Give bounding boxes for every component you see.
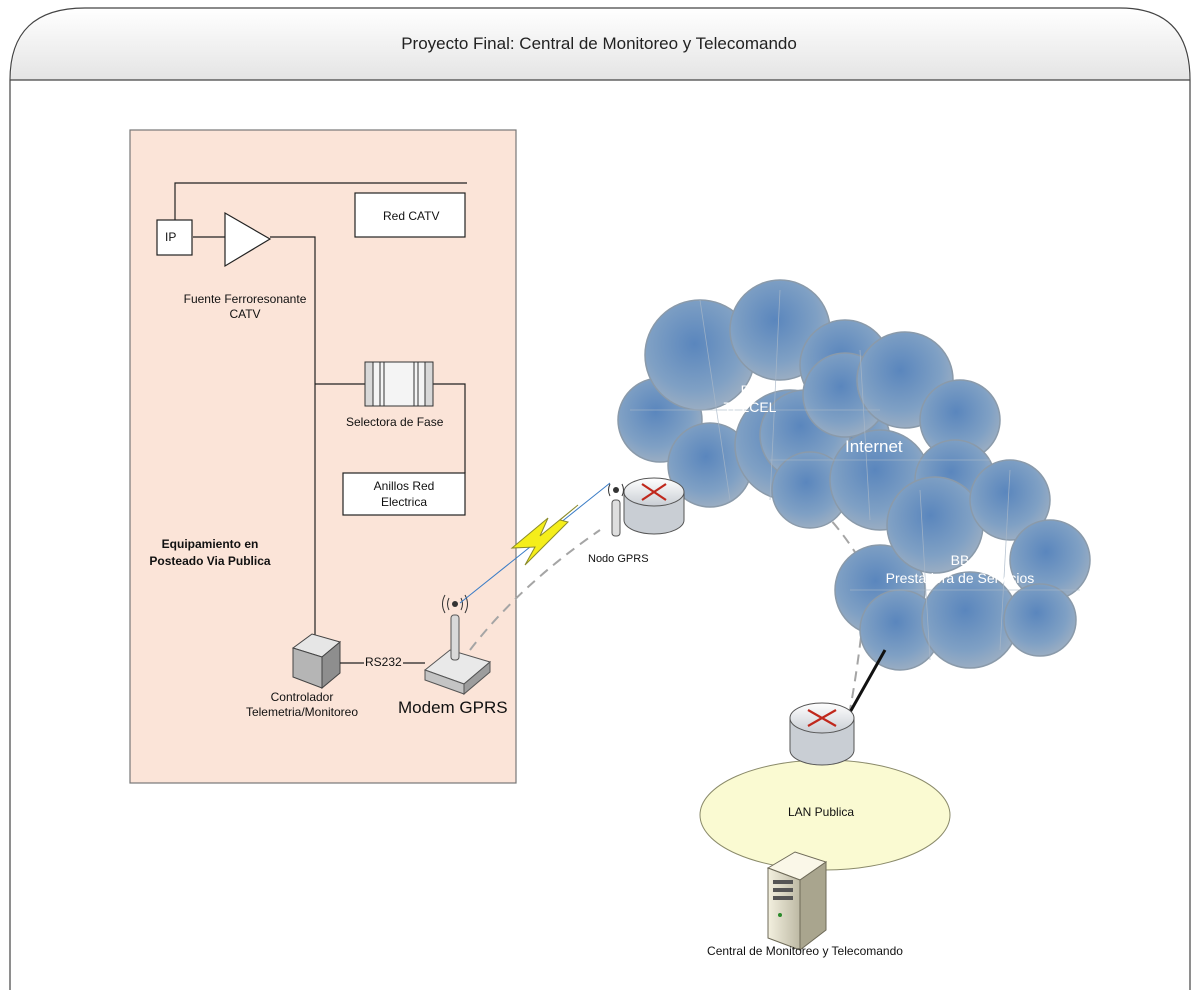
nodo-gprs-label: Nodo GPRS	[588, 553, 649, 565]
fuente-label-line1: Fuente Ferroresonante	[183, 292, 307, 306]
anillos-box	[342, 472, 466, 516]
cloud-mesh	[630, 289, 1080, 661]
header-band	[11, 9, 1189, 80]
bb-prestadora-label-line2: Prestadora de Servicios	[885, 570, 1035, 586]
fuente-label-line2: CATV	[229, 307, 261, 321]
ip-label: IP	[165, 230, 177, 244]
modem-label: Modem GPRS	[398, 698, 508, 717]
controlador-device	[291, 633, 342, 690]
rs232-label: RS232	[364, 655, 403, 670]
central-label: Central de Monitoreo y Telecomando	[707, 944, 903, 958]
red-catv-box	[354, 192, 466, 238]
anillos-label-line1: Anillos Red	[373, 479, 435, 493]
lan-router	[789, 702, 855, 766]
nodo-gprs-router	[608, 477, 685, 537]
anillos-label-line2: Electrica	[380, 495, 427, 509]
equipamiento-label-line2: Posteado Via Publica	[149, 554, 271, 568]
selectora-label: Selectora de Fase	[346, 415, 444, 429]
selectora-device	[364, 361, 434, 407]
lightning-bolt	[510, 504, 579, 566]
red-catv-label: Red CATV	[383, 209, 440, 223]
lan-label: LAN Publica	[788, 805, 855, 819]
bb-prestadora-label-line1: BB	[950, 552, 970, 568]
equipamiento-label-line1: Equipamiento en	[161, 537, 259, 551]
bb-telcel-label-line1: BB	[740, 382, 760, 398]
controlador-label-line2: Telemetria/Monitoreo	[245, 705, 359, 719]
amplifier-triangle	[224, 211, 272, 268]
server-icon	[766, 851, 828, 952]
internet-label: Internet	[845, 437, 903, 456]
controlador-label-line1: Controlador	[270, 690, 334, 704]
wiring	[174, 182, 467, 637]
bb-telcel-label-line2: TELCEL	[723, 399, 777, 415]
diagram-title: Proyecto Final: Central de Monitoreo y T…	[401, 34, 797, 53]
modem-device	[423, 594, 492, 696]
cloud-bb-prestadora	[834, 459, 1091, 671]
ip-box	[156, 219, 193, 256]
